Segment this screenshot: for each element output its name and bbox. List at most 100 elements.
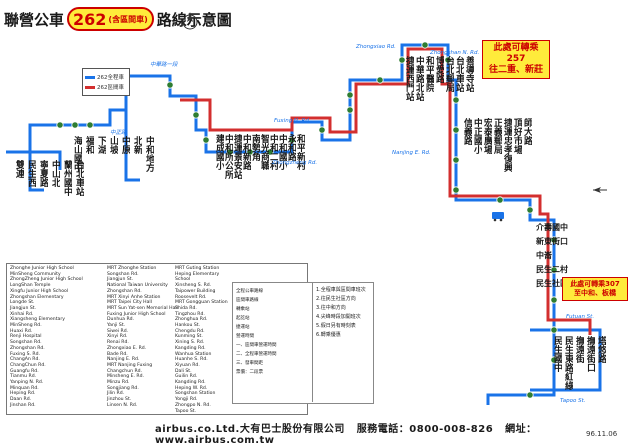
stop-table-row: Renai Rd.	[107, 340, 129, 346]
far-stop-label: 新東街口	[536, 237, 568, 246]
vertical-stop-label: 海山國中	[72, 136, 82, 172]
stop-table-row: Kangding Rd.	[175, 345, 206, 351]
stop-table-row: MinSheng Rd.	[10, 323, 42, 329]
bottom-stop-label: 民生國中	[552, 336, 562, 372]
legend-short-label: 262區間車	[97, 85, 124, 91]
legend-full: 262全程車	[85, 73, 127, 81]
stop-table-row: MRT Zhonghe Station	[107, 266, 157, 271]
stop-table-row: Jiangjun St.	[107, 277, 134, 283]
stop-marker	[71, 121, 79, 129]
stop-markers	[56, 41, 558, 399]
far-stop-label: 中崙	[536, 251, 552, 260]
stop-table-row: Daan Rd.	[10, 397, 32, 403]
stop-marker	[444, 56, 452, 64]
stop-table-row: Heping Rd.	[10, 391, 36, 397]
stop-table-row: Dali St.	[175, 368, 192, 374]
bottom-stop-label: 撫遠街口	[585, 336, 595, 372]
note-5: 5.假日另有時刻表	[316, 323, 356, 329]
stop-marker	[318, 126, 326, 134]
center-stop-label: 中和所公所	[223, 134, 233, 179]
stop-marker	[266, 148, 274, 156]
stop-marker	[376, 76, 384, 84]
stop-table-row: Renji Hospital	[10, 334, 42, 340]
bottom-stop-label: 民生東路紅綠	[563, 336, 573, 390]
west-stop-label: 蘭州國中	[62, 160, 72, 196]
north-stop-label: 善導寺站	[464, 56, 474, 92]
road-label: Fuxing N. Rd.	[274, 118, 311, 124]
stop-marker	[246, 148, 254, 156]
far-stop-label: 民生二村	[536, 265, 568, 274]
stop-table-row: ChangAn Rd.	[10, 357, 40, 363]
north-stop-label: 捷運西門站	[404, 56, 414, 101]
stop-table-row: Minquan Rd.	[10, 385, 39, 391]
right-stop-label: 頂好市場	[512, 118, 522, 154]
stop-marker	[398, 56, 406, 64]
legend-hours: 營運時間	[236, 334, 254, 339]
west-stop-label: 雙連	[14, 160, 24, 178]
stop-marker	[56, 121, 64, 129]
stop-table-row: Tingzhou Rd.	[175, 311, 205, 317]
north-stop-label: 博愛路	[434, 56, 444, 83]
stop-table-row: Bade Rd.	[107, 351, 128, 357]
west-stop-label: 中山北	[50, 160, 60, 187]
legend-short: 262區間車	[85, 83, 127, 91]
stop-table-row: Tapoo St.	[175, 408, 197, 414]
right-stop-label: 師大路	[522, 118, 532, 145]
stop-table-row: Hankou St.	[175, 323, 201, 329]
stop-table-row: Changchun Rd.	[107, 368, 143, 374]
stop-table-row: ZhongZheng Junior High School	[10, 277, 83, 283]
stop-marker	[452, 186, 460, 194]
stop-table-row: MinSheng Community	[10, 271, 61, 277]
stop-table-row: Xining S. Rd.	[175, 340, 205, 346]
legend-full-swatch	[85, 75, 95, 79]
stop-table-row: LongShan Temple	[10, 283, 51, 289]
stop-table-row: Xinyi Rd.	[107, 334, 128, 340]
note-3: 3.往中和方向	[316, 305, 346, 311]
stop-table-row: Guangfu Rd.	[10, 368, 39, 374]
stop-table-row: Huaxi Rd.	[10, 328, 33, 334]
stop-table-row: Jinshan Rd.	[10, 402, 36, 408]
stop-table-row: Dunhua Rd.	[107, 317, 135, 323]
north-stop-label: 中華路北站	[414, 56, 424, 101]
center-stop-label: 中和國小	[277, 134, 287, 170]
note-1: 1.全程車與區間車班次	[316, 287, 366, 293]
stop-table-row: Guilin Rd.	[175, 374, 198, 380]
vertical-stop-label: 中和地方	[144, 136, 154, 172]
bottom-stop-label: 撫遠街	[574, 336, 584, 363]
vertical-stop-label: 山坡	[108, 136, 118, 154]
right-stop-label: 中正國小	[472, 118, 482, 154]
stop-table-row: Zhonghe Junior High School	[10, 266, 74, 271]
hotline-label: 服務電話：	[356, 424, 410, 435]
vertical-stop-label: 北新	[132, 136, 142, 154]
stop-table-row: Heping W. Rd.	[175, 385, 208, 391]
road-label: 中正路	[110, 130, 127, 136]
transfer-callout-top: 此處可轉乘 257 往二重、新莊	[482, 40, 550, 79]
revision-date: 96.11.06	[586, 430, 618, 438]
center-stop-label: 智光商職	[259, 134, 269, 170]
west-stop-label: 寧夏路	[38, 160, 48, 187]
center-stop-label: 捷運景安站	[232, 134, 242, 179]
stop-table-row: MRT Nanjing Fuxing	[107, 362, 153, 368]
stop-table-row: Songshan Station	[175, 391, 216, 397]
center-stop-label: 和平新村	[295, 134, 305, 170]
note-2: 2.往民生社區方向	[316, 296, 356, 302]
road-label: Tapoo St.	[560, 398, 586, 404]
stop-table-row: Zhongshan Rd.	[10, 345, 45, 351]
hotline-link[interactable]: 0800-008-826	[409, 424, 494, 435]
website-link[interactable]: www.airbus.com.tw	[155, 435, 275, 446]
road-label: Zhongzheng Rd.	[272, 160, 318, 166]
notes-box: 1.全程車與區間車班次 2.往民生社區方向 3.往中和方向 4.尖峰時段加開班次…	[312, 282, 374, 402]
stop-marker	[226, 148, 234, 156]
right-stop-label: 捷運忠孝復興	[502, 118, 512, 172]
stop-table-row: Jiangjun St.	[10, 305, 37, 311]
footer: airbus.co.Ltd.大有巴士股份有限公司 服務電話：0800-008-8…	[155, 420, 615, 446]
stop-table-row: Xiangsheng Elementary	[10, 317, 65, 323]
stop-marker	[346, 106, 354, 114]
title-suffix: 路線示意圖	[156, 10, 232, 29]
stop-marker	[496, 196, 504, 204]
company-name: airbus.co.Ltd.大有巴士股份有限公司	[155, 424, 345, 435]
stop-table-row: Xinhai Rd.	[10, 311, 34, 317]
